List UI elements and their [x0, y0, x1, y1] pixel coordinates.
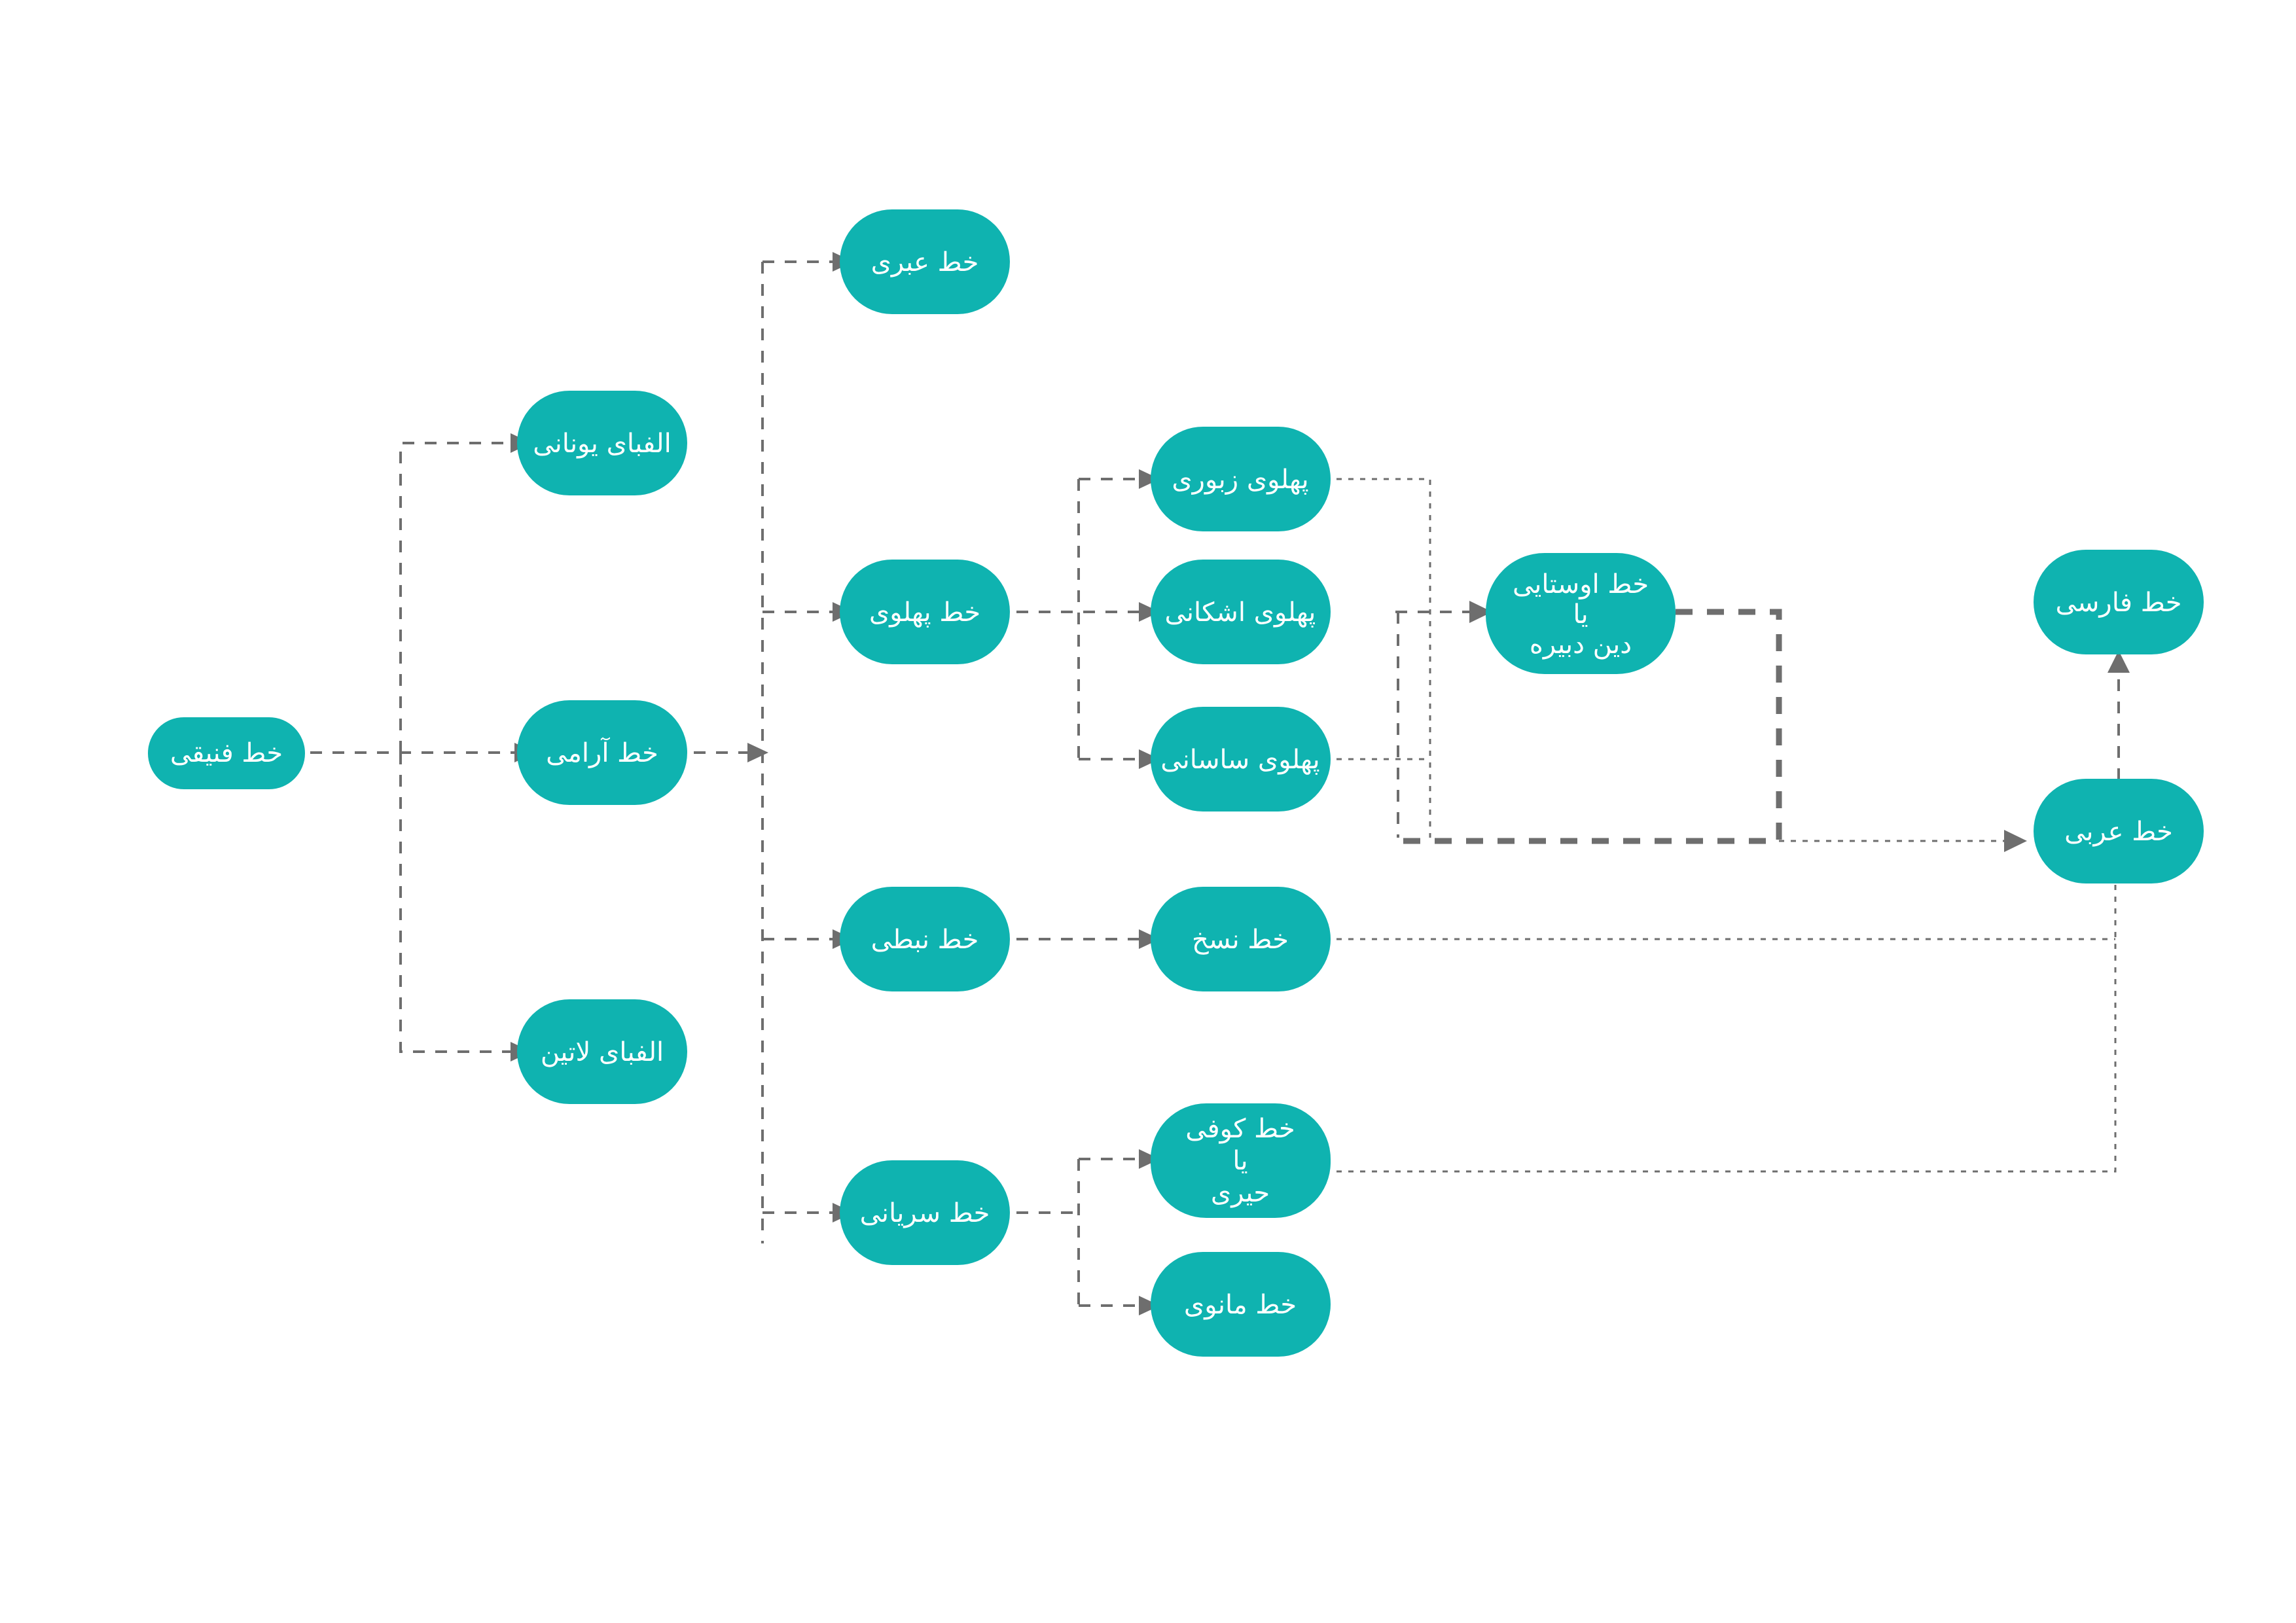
arrow-head-parthian	[1139, 602, 1160, 622]
node-pahlavi-label: خط پهلوی	[869, 597, 980, 628]
node-parthian[interactable]: پهلوی اشکانی	[1151, 560, 1331, 664]
node-kufic[interactable]: خط کوفی یا حیری	[1151, 1103, 1331, 1218]
node-greek[interactable]: الفبای یونانی	[517, 391, 687, 495]
node-manichaean-shape[interactable]	[1151, 1252, 1331, 1357]
edge-pahlavi-psalter	[1079, 469, 1160, 489]
node-kufic-label-line2: یا	[1232, 1146, 1247, 1176]
node-sassanid-label: پهلوی ساسانی	[1160, 745, 1319, 775]
node-persian-shape[interactable]	[2034, 550, 2204, 654]
node-layer: خط فنیقی الفبای یونانی خط آرامی الفبای ل…	[148, 209, 2204, 1357]
node-arabic[interactable]: خط عربی	[2034, 779, 2204, 883]
node-sassanid[interactable]: پهلوی ساسانی	[1151, 707, 1331, 812]
node-naskh[interactable]: خط نسخ	[1151, 887, 1331, 991]
arrow-head-aramaic-trunk	[747, 743, 768, 762]
node-syriac[interactable]: خط سریانی	[840, 1160, 1010, 1265]
node-syriac-label: خط سریانی	[860, 1198, 990, 1228]
edge-nabataean-naskh	[1016, 929, 1160, 949]
node-greek-shape[interactable]	[517, 391, 687, 495]
node-hebrew-label: خط عبری	[871, 247, 979, 277]
node-phoenician-shape[interactable]	[148, 717, 305, 789]
edge-phoenician-latin-path	[399, 753, 511, 1053]
node-aramaic-shape[interactable]	[517, 700, 687, 805]
edge-syriac-manichaean	[1079, 1296, 1160, 1315]
edge-phoenician-greek-path	[399, 442, 511, 753]
node-sassanid-shape[interactable]	[1151, 707, 1331, 812]
edge-pahlavi-trunk	[1016, 479, 1139, 759]
node-psalter-shape[interactable]	[1151, 427, 1331, 531]
node-latin-label: الفبای لاتین	[541, 1037, 664, 1067]
edge-kufic-arabic-path	[1336, 851, 2117, 1173]
node-greek-label: الفبای یونانی	[533, 429, 671, 459]
node-naskh-label: خط نسخ	[1192, 925, 1289, 955]
edge-psalter-avestan	[1336, 478, 1431, 838]
node-psalter-label: پهلوی زبوری	[1172, 465, 1308, 495]
node-syriac-shape[interactable]	[840, 1160, 1010, 1265]
node-phoenician[interactable]: خط فنیقی	[148, 717, 305, 789]
node-avestan-label-line2: یا	[1573, 599, 1588, 630]
edge-kufic-arabic	[1336, 840, 2126, 1173]
node-pahlavi-shape[interactable]	[840, 560, 1010, 664]
node-aramaic[interactable]: خط آرامی	[517, 700, 687, 805]
node-parthian-shape[interactable]	[1151, 560, 1331, 664]
node-kufic-shape[interactable]	[1151, 1103, 1331, 1218]
node-arabic-shape[interactable]	[2034, 779, 2204, 883]
node-nabataean[interactable]: خط نبطی	[840, 887, 1010, 991]
edge-arabic-persian	[2108, 651, 2130, 780]
arrow-head-avestan	[1469, 601, 1492, 623]
node-nabataean-shape[interactable]	[840, 887, 1010, 991]
node-nabataean-label: خط نبطی	[871, 925, 979, 955]
edge-avestan-arabic	[1398, 609, 2027, 852]
edge-syriac-kufic	[1079, 1149, 1160, 1169]
node-aramaic-label: خط آرامی	[546, 737, 658, 768]
node-latin-shape[interactable]	[517, 999, 687, 1104]
node-avestan-shape[interactable]	[1486, 553, 1676, 674]
node-psalter[interactable]: پهلوی زبوری	[1151, 427, 1331, 531]
edge-pahlavi-sassanid	[1079, 749, 1160, 769]
arrow-head-psalter	[1139, 469, 1160, 489]
node-arabic-label: خط عربی	[2064, 817, 2173, 847]
node-latin[interactable]: الفبای لاتین	[517, 999, 687, 1104]
edge-phoenician-greek	[243, 433, 531, 754]
node-persian[interactable]: خط فارسی	[2034, 550, 2204, 654]
arrow-head-arabic-from-avestan	[2004, 830, 2027, 852]
edge-phoenician-latin	[399, 753, 531, 1061]
node-manichaean[interactable]: خط مانوی	[1151, 1252, 1331, 1357]
node-avestan-label-line1: خط اوستایی	[1513, 569, 1649, 599]
edge-psalter-avestan-path	[1336, 478, 1431, 838]
node-pahlavi[interactable]: خط پهلوی	[840, 560, 1010, 664]
arrow-head-sassanid	[1139, 749, 1160, 769]
edge-avestan-inflow	[1395, 601, 1492, 838]
edge-pahlavi-parthian	[1139, 602, 1160, 622]
edge-syriac-trunk	[1016, 1159, 1080, 1306]
node-kufic-label-line3: حیری	[1211, 1178, 1270, 1208]
node-parthian-label: پهلوی اشکانی	[1165, 597, 1316, 628]
arrow-head-kufic	[1139, 1149, 1160, 1169]
node-manichaean-label: خط مانوی	[1184, 1290, 1297, 1320]
arrow-head-persian	[2108, 651, 2130, 673]
node-hebrew[interactable]: خط عبری	[840, 209, 1010, 314]
node-kufic-label-line1: خط کوفی	[1185, 1114, 1295, 1144]
node-naskh-shape[interactable]	[1151, 887, 1331, 991]
edge-layer	[243, 252, 2130, 1315]
node-persian-label: خط فارسی	[2056, 588, 2182, 618]
node-hebrew-shape[interactable]	[840, 209, 1010, 314]
edge-aramaic-trunk	[694, 262, 768, 1243]
arrow-head-naskh	[1139, 929, 1160, 949]
node-avestan-label-line3: دین دبیره	[1530, 630, 1632, 660]
node-avestan[interactable]: خط اوستایی یا دین دبیره	[1486, 553, 1676, 674]
arrow-head-manichaean	[1139, 1296, 1160, 1315]
node-phoenician-label: خط فنیقی	[170, 738, 283, 768]
